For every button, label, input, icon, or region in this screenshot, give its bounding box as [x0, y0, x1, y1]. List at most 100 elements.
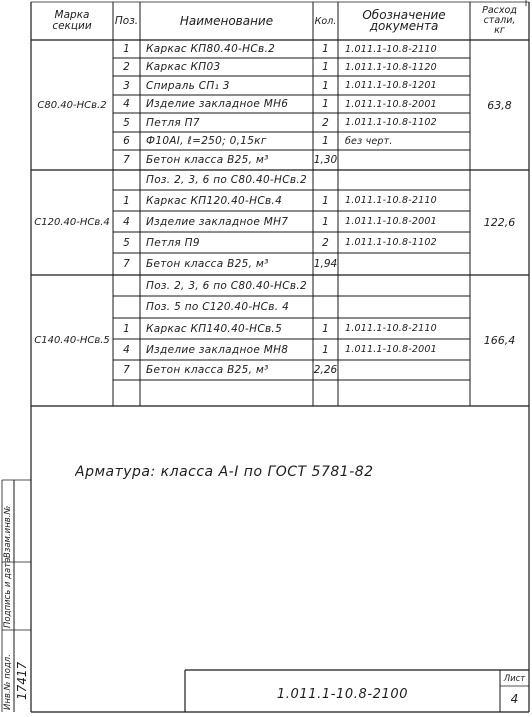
row-name: Петля П7 — [146, 116, 200, 129]
row-document: 1.011.1-10.8-1102 — [345, 117, 437, 128]
row-position — [113, 170, 140, 190]
row-document — [345, 150, 469, 170]
row-position: 4 — [123, 343, 130, 356]
row-position: 4 — [123, 215, 130, 228]
header-marka: Марка секции — [31, 2, 113, 40]
row-quantity: 2 — [322, 236, 329, 249]
row-document — [345, 170, 469, 190]
header-rashod-line1: Расход — [482, 5, 517, 16]
header-marka-line1: Марка — [54, 9, 90, 21]
row-name: Поз. 2, 3, 6 по С80.40-НСв.2 — [146, 174, 307, 186]
section-steel-mass: 63,8 — [487, 98, 512, 112]
stamp-sheet-number: 4 — [510, 692, 519, 706]
row-quantity — [313, 296, 338, 318]
header-kol: Кол. — [313, 2, 338, 40]
row-name: Петля П9 — [146, 236, 200, 249]
header-naim-text: Наименование — [179, 13, 274, 28]
row-quantity: 1 — [322, 343, 329, 356]
row-name: Изделие закладное МН7 — [146, 215, 289, 228]
row-document: 1.011.1-10.8-1120 — [345, 61, 437, 73]
row-quantity — [313, 275, 338, 296]
row-quantity: 1 — [322, 61, 329, 73]
row-name: Изделие закладное МН8 — [146, 343, 289, 356]
row-quantity: 1,94 — [313, 258, 338, 270]
row-position — [113, 275, 140, 296]
row-quantity: 1 — [322, 43, 329, 55]
row-name: Бетон класса В25, м³ — [146, 364, 269, 376]
header-obozn-line2: документа — [369, 19, 439, 33]
header-marka-line2: секции — [52, 20, 92, 32]
section-mark: С140.40-НСв.5 — [34, 335, 110, 346]
header-rashod: Расход стали, кг — [470, 2, 529, 40]
row-position: 2 — [123, 61, 130, 73]
row-name: Бетон класса В25, м³ — [146, 154, 269, 166]
row-quantity: 1,30 — [313, 154, 338, 166]
row-document: 1.011.1-10.8-2001 — [345, 216, 437, 227]
header-rashod-line2: стали, — [483, 15, 516, 26]
header-kol-text: Кол. — [314, 15, 337, 27]
row-name: Изделие закладное МН6 — [146, 98, 289, 110]
row-name: Бетон класса В25, м³ — [146, 258, 269, 270]
header-obozn: Обозначение документа — [338, 2, 470, 40]
row-quantity: 2 — [322, 116, 329, 129]
side-label-inv-podl: Инв.№ подл. — [3, 654, 13, 710]
row-document: 1.011.1-10.8-1102 — [345, 237, 437, 248]
row-document: 1.011.1-10.8-2110 — [345, 43, 437, 55]
row-quantity: 1 — [322, 194, 329, 207]
row-position: 7 — [123, 154, 130, 166]
row-document — [345, 360, 469, 380]
header-poz-text: Поз. — [114, 14, 139, 27]
row-position: 1 — [123, 194, 130, 207]
row-document — [345, 253, 469, 275]
row-quantity: 1 — [322, 135, 329, 147]
row-document: 1.011.1-10.8-2110 — [345, 323, 437, 334]
row-name: Ф10АI, ℓ=250; 0,15кг — [146, 135, 267, 147]
row-document — [345, 296, 469, 318]
header-poz: Поз. — [113, 2, 140, 40]
row-document: 1.011.1-10.8-2110 — [345, 195, 437, 206]
row-name: Каркас КП140.40-НСв.5 — [146, 322, 283, 335]
row-position: 5 — [123, 116, 130, 129]
row-position: 4 — [123, 98, 130, 110]
row-quantity: 1 — [322, 215, 329, 228]
row-position: 6 — [123, 135, 130, 147]
row-document — [345, 275, 469, 296]
row-quantity: 1 — [322, 98, 329, 110]
row-name: Каркас КП03 — [146, 61, 221, 73]
row-name: Поз. 5 по С120.40-НСв. 4 — [146, 301, 290, 313]
header-obozn-line1: Обозначение — [362, 8, 446, 22]
reinforcement-note: Арматура: класса А-I по ГОСТ 5781-82 — [75, 464, 374, 480]
row-document: 1.011.1-10.8-2001 — [345, 344, 437, 355]
section-mark: С120.40-НСв.4 — [34, 217, 110, 228]
row-quantity: 2,26 — [313, 364, 338, 376]
section-steel-mass: 122,6 — [483, 216, 516, 229]
row-position: 7 — [123, 364, 130, 376]
section-mark: С80.40-НСв.2 — [37, 99, 107, 111]
row-position: 1 — [123, 322, 130, 335]
header-naim: Наименование — [140, 2, 313, 40]
row-position: 1 — [123, 43, 130, 55]
row-position: 5 — [123, 236, 130, 249]
side-label-podpis: Подпись и дата — [3, 557, 13, 628]
row-position: 3 — [123, 79, 130, 92]
side-label-vzam: Взам.инв.№ — [3, 505, 13, 558]
section-steel-mass: 166,4 — [483, 334, 516, 347]
row-name: Поз. 2, 3, 6 по С80.40-НСв.2 — [146, 279, 307, 292]
row-position: 7 — [123, 258, 130, 270]
row-name: Спираль СП₁ 3 — [146, 79, 230, 92]
stamp-designation: 1.011.1-10.8-2100 — [276, 686, 409, 702]
row-position — [113, 296, 140, 318]
row-document: 1.011.1-10.8-2001 — [345, 98, 437, 110]
row-name: Каркас КП80.40-НСв.2 — [146, 43, 276, 55]
header-rashod-line3: кг — [494, 25, 505, 36]
row-document: 1.011.1-10.8-1201 — [345, 80, 437, 91]
row-quantity: 1 — [322, 79, 329, 92]
stamp-sheet-label: Лист — [503, 673, 526, 684]
inv-number: 17417 — [15, 661, 29, 700]
row-name: Каркас КП120.40-НСв.4 — [146, 194, 283, 207]
row-quantity — [313, 170, 338, 190]
row-quantity: 1 — [322, 322, 329, 335]
row-document: без черт. — [345, 135, 393, 147]
